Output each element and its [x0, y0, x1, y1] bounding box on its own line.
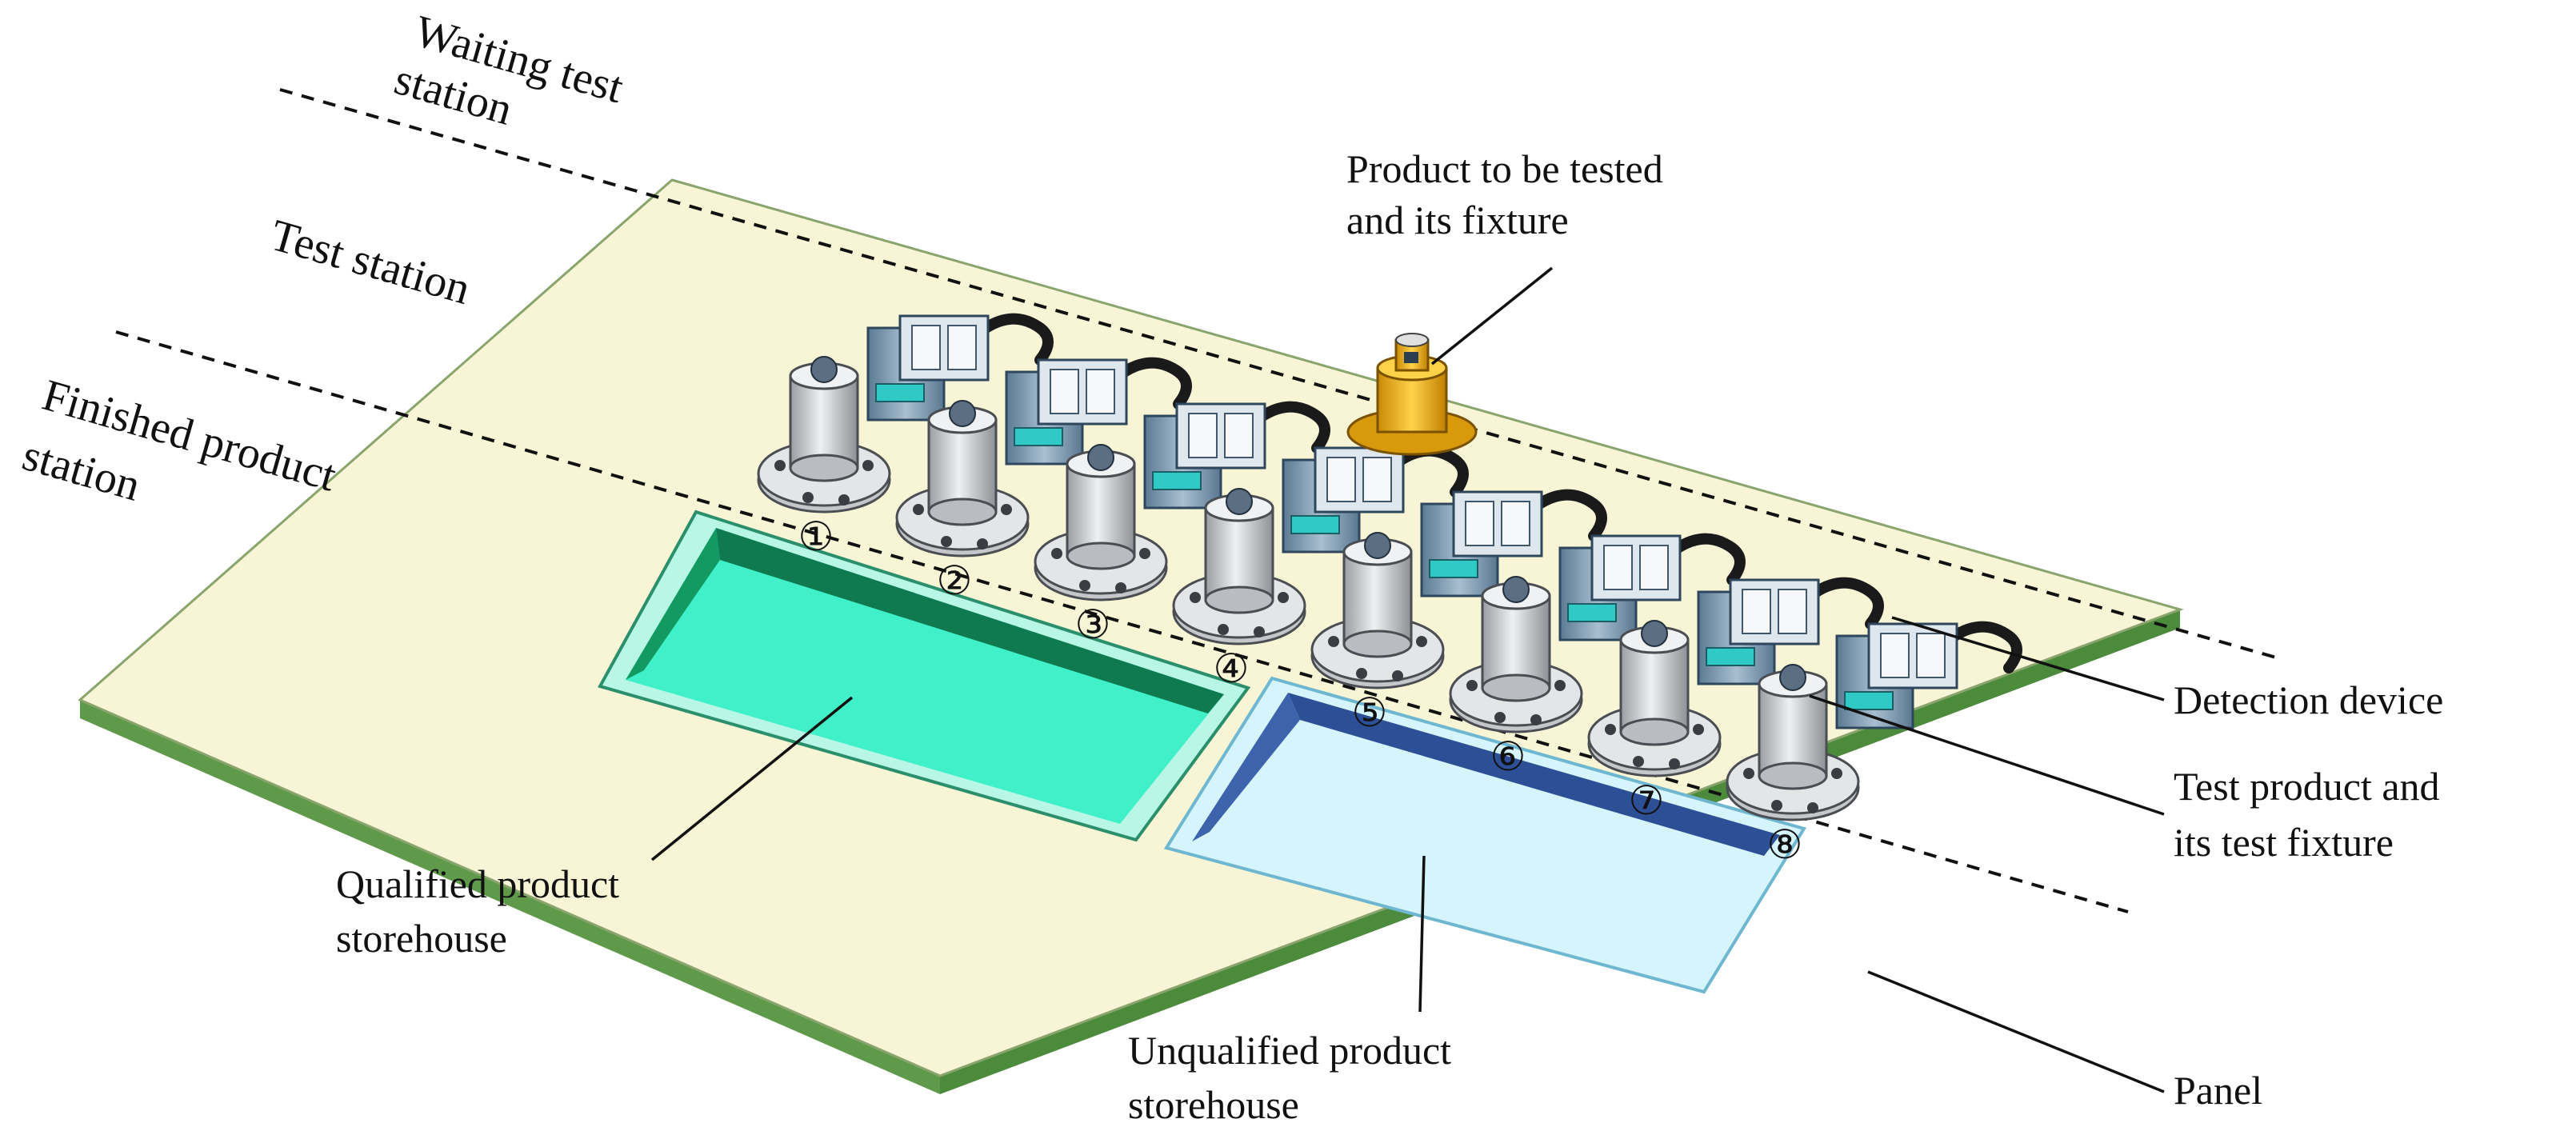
station-boundaries	[115, 88, 2277, 913]
label-test-station: Test station	[265, 210, 475, 314]
test-fixture-3	[1034, 444, 1168, 601]
station-number-8: ⑧	[1767, 821, 1803, 868]
test-fixture-4	[1172, 488, 1306, 645]
label-qualified-line2: storehouse	[336, 916, 507, 961]
station-number-3: ③	[1075, 601, 1111, 648]
label-panel: Panel	[2174, 1068, 2262, 1113]
label-test-product-line2: its test fixture	[2174, 820, 2394, 865]
station-number-6: ⑥	[1490, 733, 1526, 780]
detection-device-3	[1143, 401, 1330, 510]
label-product-to-test-line1: Product to be tested	[1346, 146, 1663, 191]
test-unit-3: ③	[1034, 401, 1330, 648]
station-number-1: ①	[798, 514, 834, 560]
leader-lines	[650, 266, 2165, 1093]
station-number-5: ⑤	[1352, 689, 1388, 736]
test-fixture-2	[895, 400, 1030, 558]
leader-product-to-test	[1430, 266, 1554, 366]
test-unit-5: ⑤	[1310, 489, 1607, 736]
label-product-to-test-line2: and its fixture	[1346, 198, 1569, 242]
station-number-2: ②	[937, 558, 973, 604]
station-number-4: ④	[1214, 645, 1250, 692]
detection-device-2	[1005, 357, 1192, 466]
panel-side-edge	[80, 700, 940, 1094]
label-qualified-line1: Qualified product	[336, 861, 619, 906]
leader-detection-device	[1891, 616, 2165, 701]
boundary-waiting-test	[279, 88, 2277, 659]
leader-unqualified	[1418, 855, 1426, 1013]
test-unit-2: ②	[895, 357, 1192, 604]
panel-top	[78, 178, 2184, 1077]
test-fixture-6	[1449, 576, 1583, 733]
product-to-be-tested	[1346, 333, 1478, 456]
label-test-product-line1: Test product and	[2174, 764, 2440, 809]
leader-test-product	[1809, 694, 2165, 816]
test-unit-7: ⑦	[1587, 577, 1884, 824]
detection-device-1	[866, 313, 1054, 422]
detection-device-8	[1835, 621, 2022, 729]
label-detection-device: Detection device	[2174, 677, 2443, 722]
test-fixture-1	[757, 356, 891, 514]
leader-qualified	[650, 696, 854, 861]
detection-device-4	[1282, 445, 1469, 554]
test-unit-1: ①	[757, 313, 1054, 560]
test-unit-8: ⑧	[1726, 621, 2022, 868]
detection-device-6	[1558, 533, 1746, 641]
detection-device-7	[1697, 577, 1884, 685]
test-unit-6: ⑥	[1449, 533, 1746, 780]
label-unqualified-line2: storehouse	[1128, 1082, 1299, 1127]
test-fixture-8	[1726, 664, 1860, 821]
test-fixture-5	[1310, 532, 1445, 689]
label-unqualified-line1: Unqualified product	[1128, 1028, 1451, 1073]
fixture-row: ① ② ③ ④ ⑤ ⑥ ⑦ ⑧	[757, 313, 2022, 868]
station-number-7: ⑦	[1629, 777, 1665, 824]
leader-panel	[1867, 970, 2165, 1093]
qualified-storehouse	[598, 510, 1251, 842]
unqualified-storehouse	[1163, 676, 1807, 994]
test-fixture-7	[1587, 620, 1722, 777]
test-unit-4: ④	[1172, 445, 1469, 692]
detection-device-5	[1420, 489, 1607, 597]
